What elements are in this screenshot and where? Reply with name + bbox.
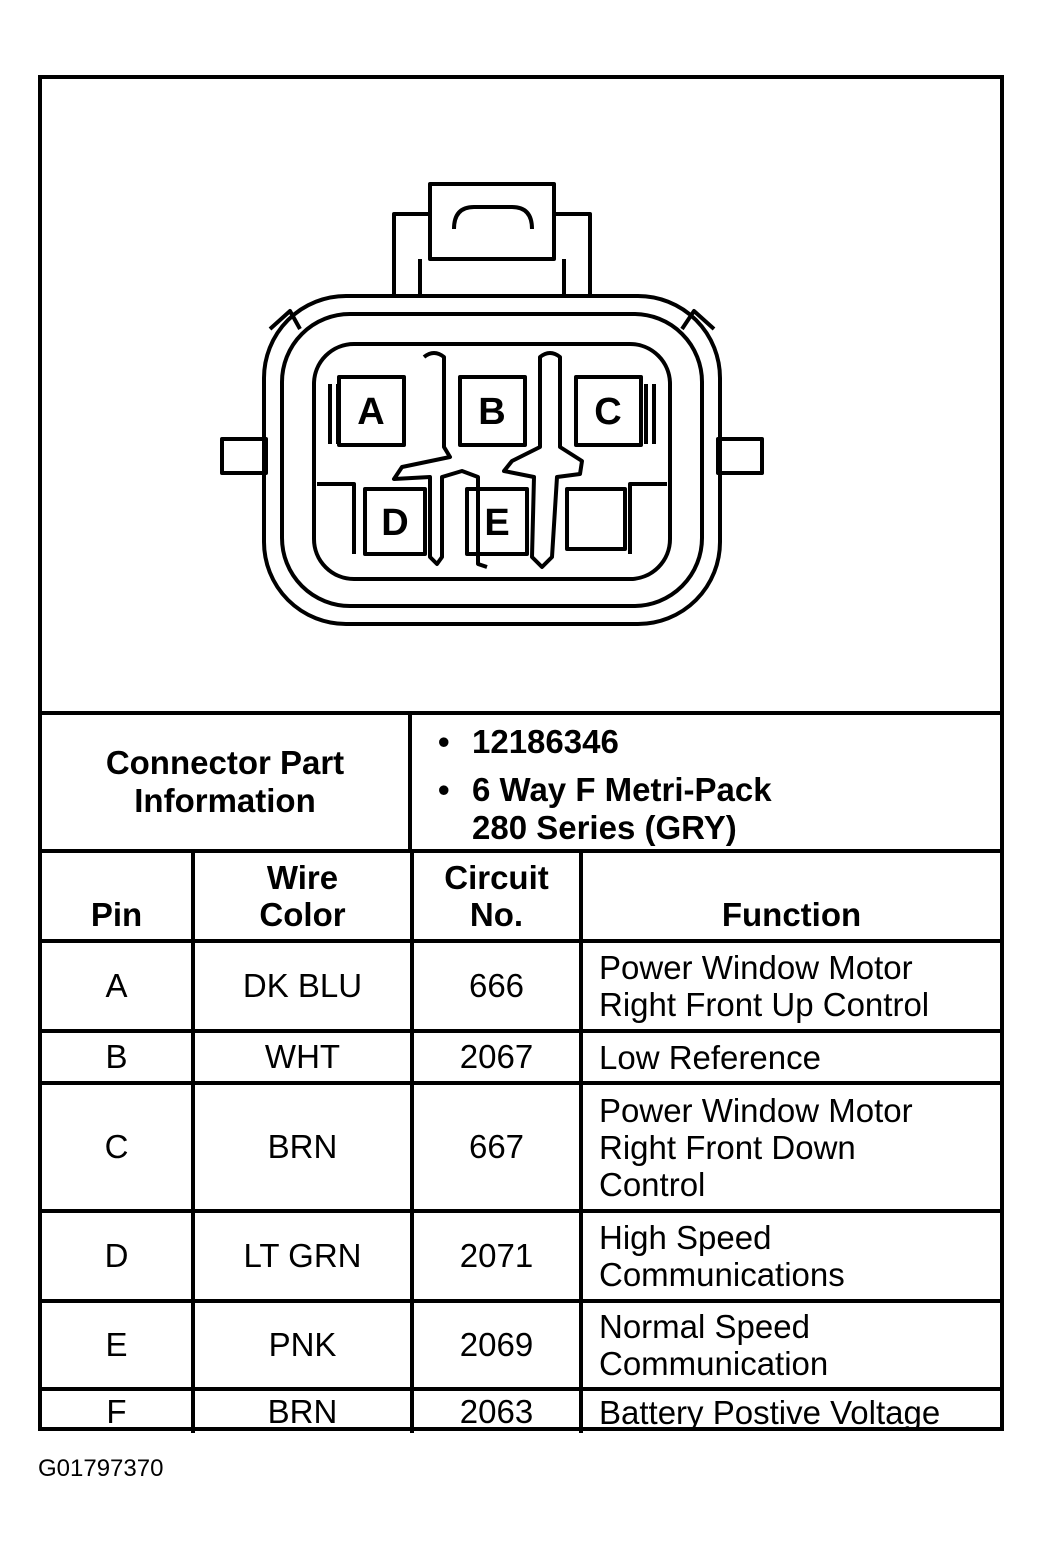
cell-wire-color: DK BLU xyxy=(191,939,414,1033)
header-function: Function xyxy=(579,853,1000,943)
cell-pin: E xyxy=(42,1299,195,1391)
cell-circuit: 667 xyxy=(410,1081,583,1213)
table-row: F BRN 2063 Battery Postive Voltage xyxy=(42,1387,1000,1433)
table-row: A DK BLU 666 Power Window Motor Right Fr… xyxy=(42,939,1000,1033)
cell-wire-color: PNK xyxy=(191,1299,414,1391)
table-row: B WHT 2067 Low Reference xyxy=(42,1029,1000,1085)
cell-wire-color: BRN xyxy=(191,1387,414,1433)
pin-table-header: Pin Wire Color Circuit No. Function xyxy=(42,853,1000,943)
table-row: E PNK 2069 Normal Speed Communication xyxy=(42,1299,1000,1391)
cell-circuit: 2063 xyxy=(410,1387,583,1433)
connector-desc-line: • 6 Way F Metri-Pack xyxy=(438,771,1000,809)
cell-wire-color: LT GRN xyxy=(191,1209,414,1303)
part-number: 12186346 xyxy=(472,723,619,760)
pin-label-a: A xyxy=(357,391,384,433)
pin-label-d: D xyxy=(381,502,408,544)
bullet-icon: • xyxy=(438,771,450,808)
header-wire-color: Wire Color xyxy=(191,853,414,943)
diagram-frame: A B C D E Connector Part Information • 1… xyxy=(38,75,1004,1433)
pin-label-c: C xyxy=(594,391,621,433)
cell-function: Power Window Motor Right Front Up Contro… xyxy=(579,939,1000,1033)
connector-face-drawing: A B C D E xyxy=(220,182,764,626)
cell-pin: F xyxy=(42,1387,195,1433)
cell-pin: B xyxy=(42,1029,195,1085)
pin-cavity-d xyxy=(363,487,427,556)
cell-wire-color: WHT xyxy=(191,1029,414,1085)
part-number-line: • 12186346 xyxy=(438,723,1000,761)
info-label-line2: Information xyxy=(134,782,316,819)
connector-diagram: A B C D E xyxy=(42,79,1000,711)
connector-desc-line2: 280 Series (GRY) xyxy=(472,809,737,846)
cell-function: Power Window Motor Right Front Down Cont… xyxy=(579,1081,1000,1213)
pin-label-b: B xyxy=(478,391,505,433)
header-circuit-no: Circuit No. xyxy=(410,853,583,943)
bullet-icon: • xyxy=(438,723,450,760)
cell-circuit: 2067 xyxy=(410,1029,583,1085)
pin-cavity-b xyxy=(458,375,527,447)
info-label-line1: Connector Part xyxy=(105,744,345,781)
cell-pin: D xyxy=(42,1209,195,1303)
connector-part-info-value: • 12186346 • 6 Way F Metri-Pack 280 Seri… xyxy=(412,715,1000,849)
cell-function: Low Reference xyxy=(579,1029,1000,1085)
pin-cavity-a xyxy=(337,375,406,447)
header-pin: Pin xyxy=(42,853,195,943)
cell-pin: A xyxy=(42,939,195,1033)
pin-label-e: E xyxy=(484,502,509,544)
cell-function: Normal Speed Communication xyxy=(579,1299,1000,1391)
cell-circuit: 666 xyxy=(410,939,583,1033)
connector-desc-line1: 6 Way F Metri-Pack xyxy=(472,771,772,808)
cell-pin: C xyxy=(42,1081,195,1213)
table-row: C BRN 667 Power Window Motor Right Front… xyxy=(42,1081,1000,1213)
cell-circuit: 2069 xyxy=(410,1299,583,1391)
pin-cavity-c xyxy=(574,375,643,447)
pin-table: Pin Wire Color Circuit No. Function A DK… xyxy=(42,853,1000,1433)
cell-wire-color: BRN xyxy=(191,1081,414,1213)
cell-function: Battery Postive Voltage xyxy=(579,1387,1000,1433)
cell-function: High Speed Communications xyxy=(579,1209,1000,1303)
pin-cavity-e xyxy=(465,487,529,556)
connector-part-info-row: Connector Part Information • 12186346 • … xyxy=(42,711,1000,853)
figure-id: G01797370 xyxy=(38,1455,164,1482)
table-row: D LT GRN 2071 High Speed Communications xyxy=(42,1209,1000,1303)
pin-cavity-f xyxy=(565,487,627,551)
connector-part-info-label: Connector Part Information xyxy=(42,715,412,849)
cell-circuit: 2071 xyxy=(410,1209,583,1303)
